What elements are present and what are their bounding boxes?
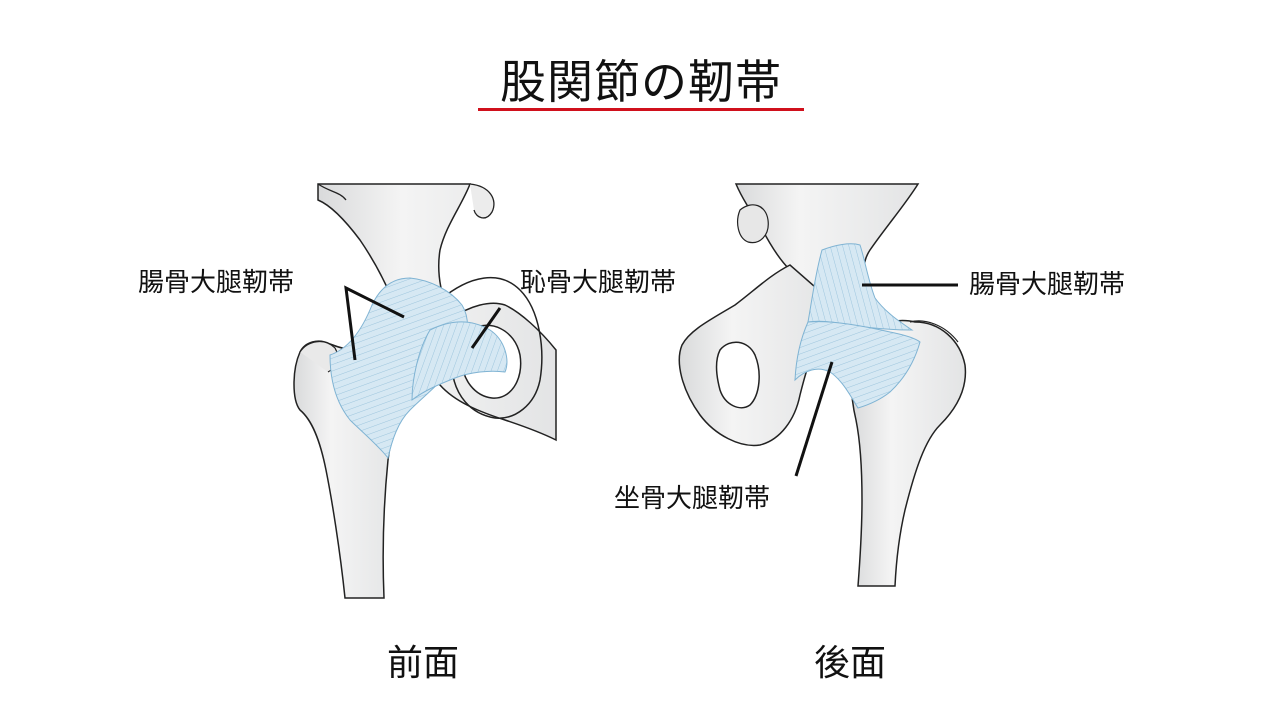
back-ischiofemoral-label: 坐骨大腿靭帯 (614, 484, 771, 514)
front-pubic-bone (439, 276, 543, 419)
back-iliofemoral-ligament (807, 243, 914, 331)
title-underline (478, 108, 804, 111)
front-iliofemoral-label: 腸骨大腿靭帯 (138, 268, 295, 298)
back-ischiofemoral-pointer (794, 361, 834, 477)
back-ischiofemoral-ligament (794, 321, 921, 409)
back-view-figure (678, 183, 967, 587)
back-view-label: 後面 (814, 643, 887, 684)
front-iliac-notch (469, 183, 495, 219)
page-title: 股関節の靭帯 (500, 55, 782, 109)
front-view-figure (293, 183, 557, 599)
front-pubofemoral-ligament (411, 321, 508, 402)
front-pubofemoral-pointer (470, 307, 502, 349)
front-pubofemoral-label: 恥骨大腿靭帯 (520, 268, 677, 298)
back-obturator-foramen (715, 341, 760, 409)
front-iliofemoral-pointer (344, 285, 405, 361)
front-view-label: 前面 (387, 643, 460, 684)
back-iliofemoral-label: 腸骨大腿靭帯 (969, 270, 1126, 300)
